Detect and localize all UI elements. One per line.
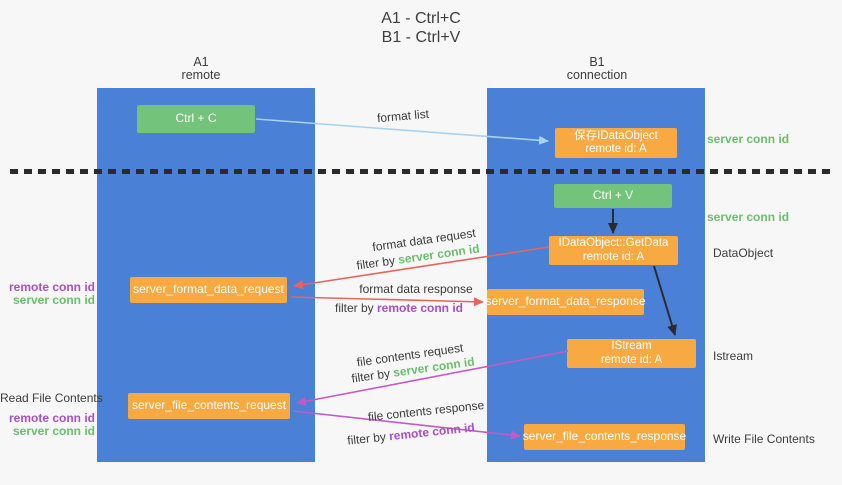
left-label-remote-conn-id-1: remote conn id [8,280,95,294]
node-server-file-contents-response-label: server_file_contents_response [522,429,687,444]
node-server-format-data-request: server_format_data_request [130,277,287,303]
node-server-format-data-response: server_format_data_response [485,289,646,315]
title-line-1: A1 - Ctrl+C [381,10,461,27]
right-column-header-line2: connection [566,68,628,82]
node-server-format-data-request-label: server_format_data_request [133,282,284,297]
node-istream: IStream remote id: A [567,339,696,368]
node-server-format-data-response-label: server_format_data_response [485,294,646,309]
node-save-idataobject-line1: 保存IDataObject [574,129,658,142]
node-server-file-contents-request: server_file_contents_request [128,393,290,419]
edge-label-format-data-response: format data response [359,282,473,296]
edge-label-filter-remote-1: filter by remote conn id [335,301,463,315]
node-server-file-contents-response: server_file_contents_response [522,424,687,450]
left-label-read-file-contents: Read File Contents [0,391,103,405]
node-ctrl-v-label: Ctrl + V [592,188,634,203]
node-server-file-contents-request-label: server_file_contents_request [131,398,287,413]
edge-label-format-list: format list [376,106,430,126]
diagram-title: A1 - Ctrl+C B1 - Ctrl+V [0,9,842,47]
node-ctrl-c-label: Ctrl + C [175,111,217,126]
left-column-header-line1: A1 [193,55,209,69]
node-ctrl-v: Ctrl + V [554,184,672,208]
left-label-server-conn-id-2: server conn id [12,424,95,438]
filter-by-text: filter by [334,301,377,315]
left-column-header-line2: remote [181,68,221,82]
right-column-header: B1 connection [517,56,677,82]
node-idataobject-getdata-line1: IDataObject::GetData [558,237,669,249]
node-idataobject-getdata: IDataObject::GetData remote id: A [549,236,678,265]
filter-by-text: filter by [346,429,390,448]
right-label-server-conn-id-top: server conn id [707,132,790,146]
right-label-server-conn-id-mid: server conn id [707,210,790,224]
left-label-server-conn-id-1: server conn id [12,293,95,307]
right-label-istream: Istream [713,349,754,363]
remote-conn-id-term: remote conn id [377,301,464,315]
remote-conn-id-term: remote conn id [388,420,476,444]
node-save-idataobject: 保存IDataObject remote id: A [555,128,677,158]
edge-label-filter-remote-2: filter by remote conn id [347,420,476,447]
node-ctrl-c: Ctrl + C [137,105,255,133]
filter-by-text: filter by [355,252,400,273]
node-save-idataobject-line2: remote id: A [585,143,647,155]
right-label-write-file-contents: Write File Contents [713,432,815,446]
right-label-dataobject: DataObject [713,246,774,260]
node-istream-line2: remote id: A [600,353,663,366]
node-istream-line1: IStream [611,340,652,352]
left-column-header: A1 remote [121,56,281,82]
session-divider-dashed-line [10,169,830,174]
left-label-remote-conn-id-2: remote conn id [8,411,95,425]
title-line-2: B1 - Ctrl+V [381,29,461,46]
node-idataobject-getdata-line2: remote id: A [582,250,645,263]
right-column-header-line1: B1 [589,55,605,69]
